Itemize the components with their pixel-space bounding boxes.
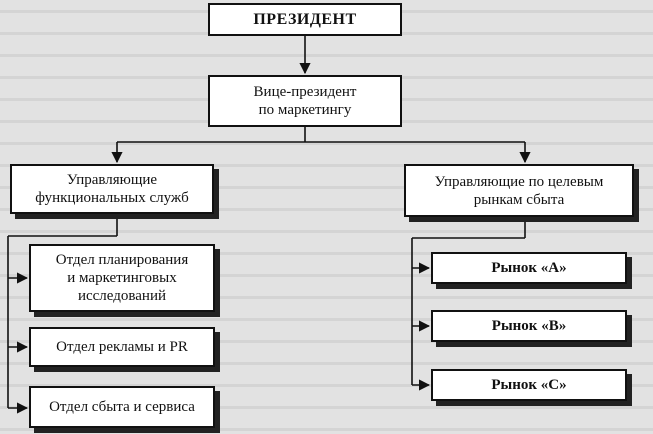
market-a-box: Рынок «А»	[431, 252, 627, 284]
department-sales-service: Отдел сбыта и сервиса	[29, 386, 215, 428]
market-b-box: Рынок «В»	[431, 310, 627, 342]
department-planning-research: Отдел планирования и маркетинговых иссле…	[29, 244, 215, 312]
vice-president-box: Вице-президент по маркетингу	[208, 75, 402, 127]
department-advertising-pr: Отдел рекламы и PR	[29, 327, 215, 367]
president-box: ПРЕЗИДЕНТ	[208, 3, 402, 36]
functional-managers-box: Управляющие функциональных служб	[10, 164, 214, 214]
market-c-box: Рынок «С»	[431, 369, 627, 401]
market-managers-box: Управляющие по целевым рынкам сбыта	[404, 164, 634, 217]
